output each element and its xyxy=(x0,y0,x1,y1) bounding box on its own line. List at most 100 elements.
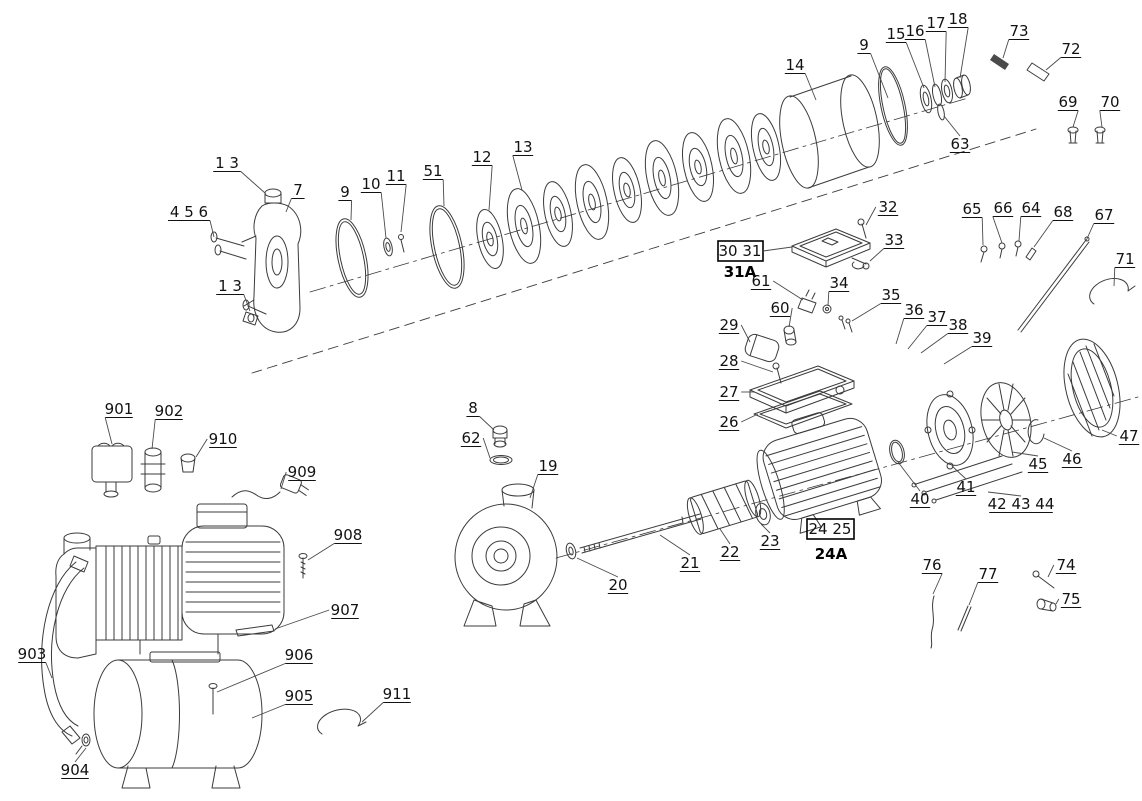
part-60-sleeve xyxy=(783,325,797,346)
part-29-capacitor xyxy=(744,333,780,363)
part-906-screw xyxy=(208,683,218,715)
svg-text:73: 73 xyxy=(1009,22,1028,40)
part-77-pin xyxy=(957,605,972,632)
svg-text:14: 14 xyxy=(785,56,804,74)
svg-text:15: 15 xyxy=(886,25,905,43)
svg-text:34: 34 xyxy=(829,274,848,292)
part-label-37-33: 37 xyxy=(907,308,948,350)
part-label-909-46: 909 xyxy=(280,463,317,490)
svg-text:77: 77 xyxy=(978,565,997,583)
part-label-45-50: 45 xyxy=(1011,451,1049,473)
centerlines xyxy=(251,97,1139,559)
part-label-10-3: 10 xyxy=(360,175,387,239)
part-46-clip xyxy=(1027,419,1045,445)
part-911-tie xyxy=(317,708,367,735)
part-label-36-32: 36 xyxy=(895,301,925,345)
svg-text:26: 26 xyxy=(719,413,738,431)
part-63-washer xyxy=(937,103,945,121)
part-33-clamp xyxy=(851,257,870,270)
svg-text:67: 67 xyxy=(1094,206,1113,224)
svg-text:30 31: 30 31 xyxy=(719,242,762,260)
svg-text:72: 72 xyxy=(1061,40,1080,58)
svg-text:32: 32 xyxy=(878,198,897,216)
part-label-21-54: 21 xyxy=(659,534,701,572)
svg-text:907: 907 xyxy=(331,601,360,619)
part-label-907-59: 907 xyxy=(274,601,360,630)
part-label-35-30: 35 xyxy=(851,286,902,322)
part-24-25-motor xyxy=(756,412,882,534)
part-label-47-52: 47 xyxy=(1101,427,1140,445)
part-901-pressure-switch xyxy=(91,442,133,498)
part-75-fitting xyxy=(1036,598,1057,612)
part-30-31-cover xyxy=(791,228,871,268)
svg-text:62: 62 xyxy=(461,429,480,447)
part-22-rotor xyxy=(686,479,762,535)
part-61-connector xyxy=(797,289,817,314)
svg-text:63: 63 xyxy=(950,135,969,153)
part-7-pump-head xyxy=(241,188,302,333)
part-32-screw xyxy=(857,218,867,239)
part-902-fitting xyxy=(140,447,166,493)
part-21-shaft xyxy=(579,513,702,554)
part-label-26-40: 26 xyxy=(718,413,759,431)
svg-text:905: 905 xyxy=(285,687,314,705)
part-28-screw xyxy=(772,362,782,384)
part-label-71-27: 71 xyxy=(1113,250,1136,287)
part-label-905-66: 905 xyxy=(251,687,314,719)
parts-64-65-66-68-screws xyxy=(980,240,1037,263)
part-label-16-11: 16 xyxy=(904,22,936,88)
part-label-73-14: 73 xyxy=(1002,22,1030,59)
part-76-pin xyxy=(930,595,935,649)
svg-text:23: 23 xyxy=(760,532,779,550)
svg-text:20: 20 xyxy=(608,576,627,594)
part-label-17-12: 17 xyxy=(925,14,947,83)
part-label-911-67: 911 xyxy=(361,685,411,723)
part-910-cap xyxy=(180,453,196,473)
part-904-fitting xyxy=(75,733,91,755)
part-27-terminal-base xyxy=(749,365,855,414)
svg-text:71: 71 xyxy=(1115,250,1134,268)
svg-text:10: 10 xyxy=(361,175,380,193)
part-label-15-10: 15 xyxy=(885,25,925,89)
part-11-screw xyxy=(398,234,405,253)
part-label-28-38: 28 xyxy=(718,352,774,373)
part-71-tie xyxy=(1089,278,1136,305)
part-9-oring-right xyxy=(878,66,908,146)
svg-text:65: 65 xyxy=(962,200,981,218)
part-label-9-2: 9 xyxy=(338,183,353,221)
svg-text:908: 908 xyxy=(334,526,363,544)
svg-text:61: 61 xyxy=(751,272,770,290)
svg-text:903: 903 xyxy=(18,645,47,663)
part-8-plug xyxy=(492,425,508,448)
part-70-plug xyxy=(1094,126,1106,144)
part-73-key xyxy=(990,54,1009,70)
part-label-901-41: 901 xyxy=(105,400,133,445)
part-23-bearing xyxy=(755,502,771,526)
svg-text:33: 33 xyxy=(884,231,903,249)
svg-text:28: 28 xyxy=(719,352,738,370)
svg-text:24A: 24A xyxy=(815,545,848,563)
part-label-46-51: 46 xyxy=(1043,437,1083,468)
svg-text:909: 909 xyxy=(288,463,317,481)
part-label-70-17: 70 xyxy=(1099,93,1121,128)
part-label-7-1: 7 xyxy=(285,181,305,213)
part-72-key xyxy=(1026,62,1050,82)
part-label-20-57: 20 xyxy=(576,557,629,594)
svg-text:35: 35 xyxy=(881,286,900,304)
svg-text:39: 39 xyxy=(972,329,991,347)
svg-text:8: 8 xyxy=(468,399,478,417)
svg-text:9: 9 xyxy=(340,183,350,201)
part-label-18-13: 18 xyxy=(947,10,969,79)
svg-text:18: 18 xyxy=(948,10,967,28)
svg-text:19: 19 xyxy=(538,457,557,475)
svg-text:60: 60 xyxy=(770,299,789,317)
part-label-74-62: 74 xyxy=(1047,556,1077,578)
part-903-hose xyxy=(41,555,89,745)
svg-text:66: 66 xyxy=(993,199,1012,217)
bolts-4-5-6 xyxy=(210,231,267,315)
part-62-oring xyxy=(489,455,513,465)
part-35-screws xyxy=(838,315,853,333)
